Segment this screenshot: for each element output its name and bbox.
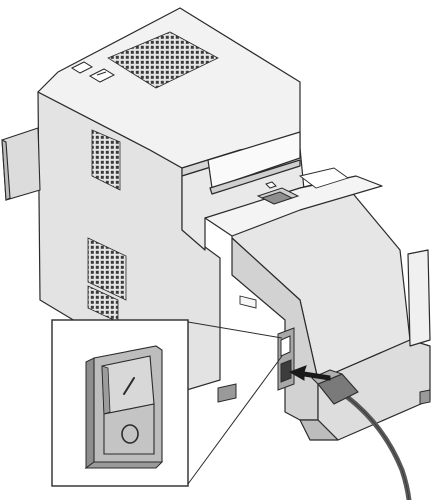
rocker-switch-bezel-bottom	[84, 461, 164, 469]
lower-unit	[204, 175, 431, 441]
lower-unit-lid	[204, 175, 383, 237]
left-side-bracket	[1, 127, 41, 201]
power-off-circle-icon	[121, 424, 139, 444]
small-side-tab	[239, 295, 257, 309]
lower-unit-base-lip	[299, 419, 339, 441]
inlet-callout-arrow	[288, 365, 331, 381]
rocker-lower-half	[103, 403, 155, 455]
top-button-2-mark	[96, 71, 107, 76]
leader-line-lower	[187, 355, 283, 485]
switch-detail-inset	[51, 319, 189, 487]
top-control-panel	[70, 61, 116, 83]
lid-label-plate	[298, 167, 349, 189]
power-switch-small	[280, 335, 291, 357]
top-button-1	[70, 61, 94, 74]
paper-output-slot	[207, 131, 301, 189]
top-button-2	[88, 68, 116, 83]
inset-leader-lines	[187, 321, 283, 485]
power-cord-assembly	[311, 369, 412, 500]
leader-line-upper	[187, 321, 283, 339]
power-cord-outline	[345, 395, 410, 500]
rocker-switch-bezel-side	[85, 357, 95, 469]
right-side-door	[407, 249, 431, 347]
left-bracket-edge	[1, 139, 11, 201]
power-socket	[280, 359, 292, 383]
paper-output-slot-lip	[209, 159, 301, 195]
lid-latch-grip	[260, 191, 294, 205]
side-vent-upper	[91, 129, 121, 191]
top-vent-grille	[107, 31, 219, 89]
printer-foot-left	[217, 383, 237, 403]
power-inlet-panel	[277, 327, 295, 391]
side-vent-middle	[87, 237, 127, 301]
power-on-line-icon	[123, 377, 135, 395]
printer-foot-right	[419, 389, 431, 405]
rocker-upper-bevel	[101, 365, 111, 415]
lid-latch-dot	[265, 181, 277, 189]
lid-latch	[256, 181, 300, 205]
